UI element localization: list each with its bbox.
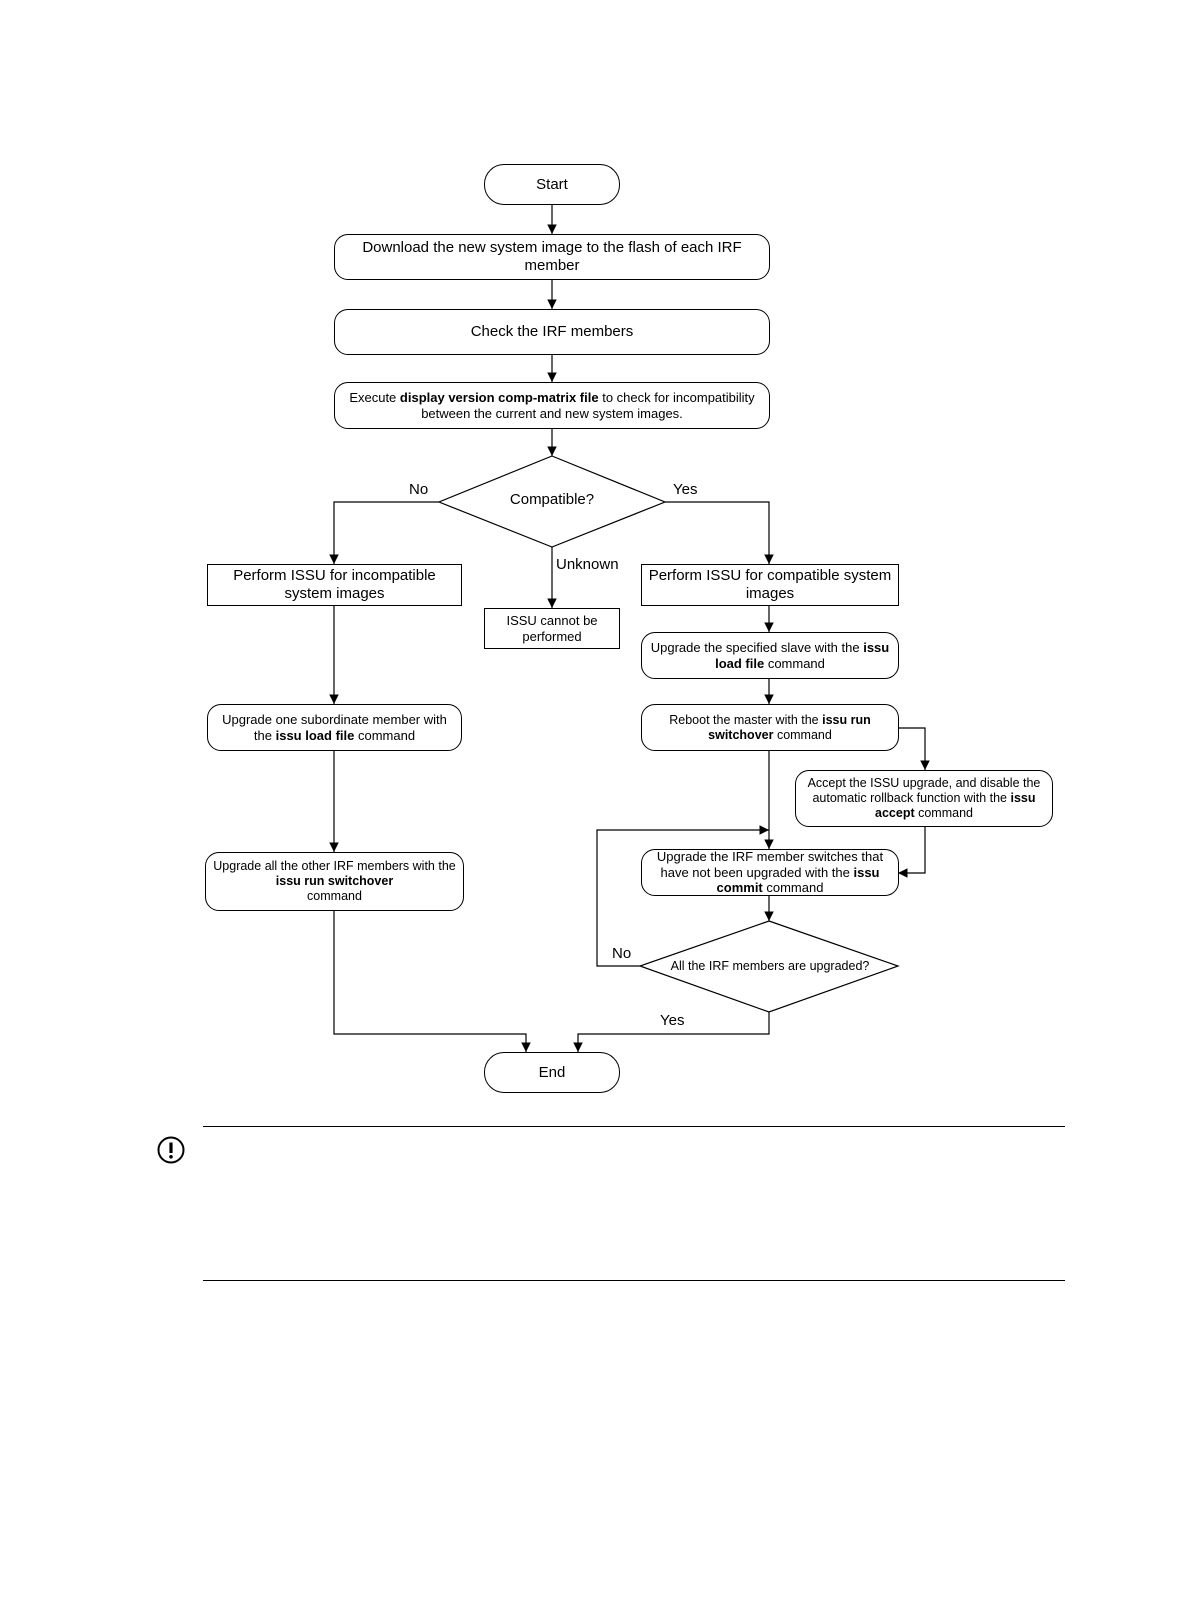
upgrade-remaining-node: Upgrade the IRF member switches that hav… xyxy=(641,849,899,896)
start-node: Start xyxy=(484,164,620,205)
exclamation-circle-icon xyxy=(157,1136,185,1164)
loop-label-no: No xyxy=(612,945,632,962)
edge-reboot-accept xyxy=(898,727,930,770)
end-node: End xyxy=(484,1052,620,1093)
edge-accept-remaining xyxy=(898,827,926,878)
upgrade-slave-node: Upgrade the specified slave with the iss… xyxy=(641,632,899,679)
issu-compatible-node: Perform ISSU for compatible system image… xyxy=(641,564,899,606)
edge-compatible-no xyxy=(329,501,439,564)
edge-label-yes: Yes xyxy=(673,481,698,498)
edge-loop-yes xyxy=(573,1012,770,1052)
upgrade-subordinate-node: Upgrade one subordinate member with the … xyxy=(207,704,462,751)
edge-label-no: No xyxy=(409,481,429,498)
download-node: Download the new system image to the fla… xyxy=(334,234,770,280)
edge-allother-end xyxy=(333,911,531,1052)
notice-top-rule xyxy=(203,1126,1065,1127)
all-upgraded-question: All the IRF members are upgraded? xyxy=(670,959,870,973)
upgrade-all-other-node: Upgrade all the other IRF members with t… xyxy=(205,852,464,911)
execute-node: Execute display version comp-matrix file… xyxy=(334,382,770,429)
issu-cannot-node: ISSU cannot be performed xyxy=(484,608,620,649)
notice-bottom-rule xyxy=(203,1280,1065,1281)
compatible-question: Compatible? xyxy=(509,491,595,508)
loop-label-yes: Yes xyxy=(660,1012,685,1029)
edge-label-unknown: Unknown xyxy=(556,556,619,573)
check-members-node: Check the IRF members xyxy=(334,309,770,355)
edge-loop-no xyxy=(596,825,769,967)
edge-compatible-yes xyxy=(665,501,774,564)
issu-incompatible-node: Perform ISSU for incompatible system ima… xyxy=(207,564,462,606)
accept-issu-node: Accept the ISSU upgrade, and disable the… xyxy=(795,770,1053,827)
